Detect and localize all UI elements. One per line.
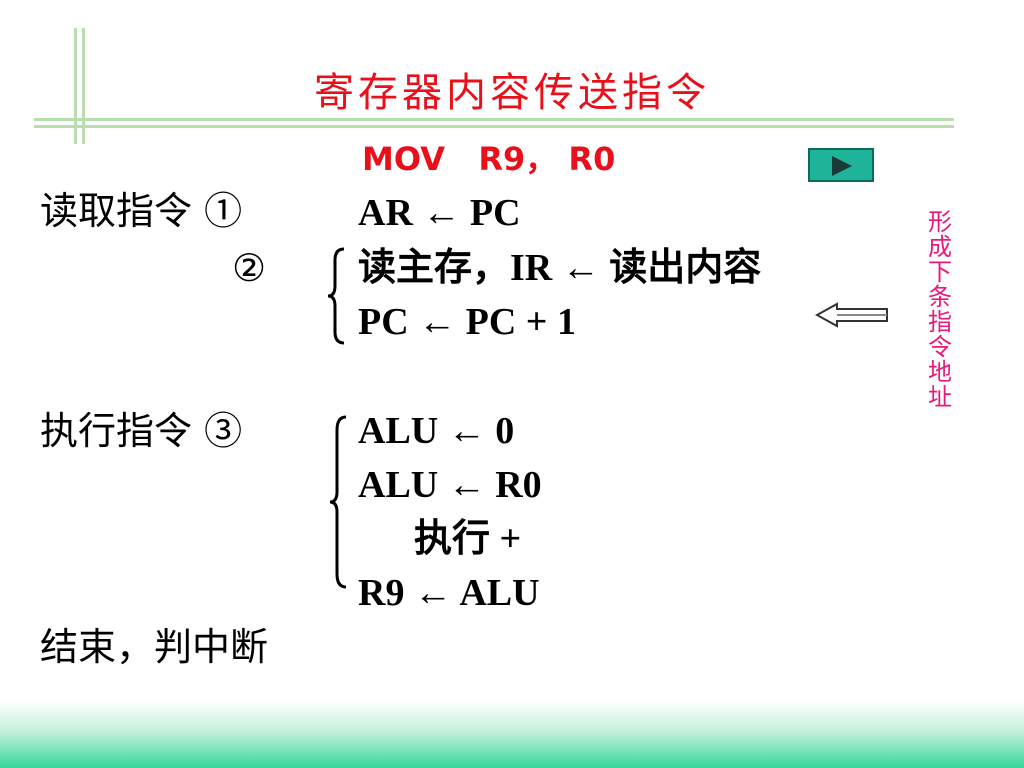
fetch-step2-marker: ② bbox=[232, 246, 267, 290]
left-arrow-icon bbox=[815, 302, 888, 328]
execute-line3: 执行 + bbox=[414, 518, 522, 560]
fetch-step1: AR ← PC bbox=[358, 192, 521, 234]
decor-vertical-line-2 bbox=[82, 28, 85, 144]
execute-brace bbox=[329, 415, 347, 589]
slide-title: 寄存器内容传送指令 bbox=[314, 70, 710, 116]
end-label: 结束，判中断 bbox=[40, 625, 269, 669]
decor-horizontal-line-2 bbox=[34, 125, 954, 128]
decor-vertical-line-1 bbox=[74, 28, 77, 144]
side-note-vertical: 形成下条指令地址 bbox=[928, 208, 952, 411]
fetch-step2-line2: PC ← PC + 1 bbox=[358, 301, 576, 343]
fetch-step2-line1: 读主存，IR ← 读出内容 bbox=[358, 247, 762, 289]
next-slide-button[interactable] bbox=[808, 148, 874, 182]
execute-label: 执行指令 ③ bbox=[40, 409, 243, 453]
execute-line4: R9 ← ALU bbox=[358, 572, 540, 614]
fetch-label: 读取指令 ① bbox=[40, 189, 243, 233]
execute-line1: ALU ← 0 bbox=[358, 410, 515, 452]
bottom-gradient-band bbox=[0, 700, 1024, 768]
fetch-brace bbox=[327, 247, 345, 345]
instruction-text: MOV R9， R0 bbox=[362, 140, 616, 178]
play-icon bbox=[832, 156, 852, 176]
decor-horizontal-line-1 bbox=[34, 118, 954, 121]
execute-line2: ALU ← R0 bbox=[358, 464, 542, 506]
